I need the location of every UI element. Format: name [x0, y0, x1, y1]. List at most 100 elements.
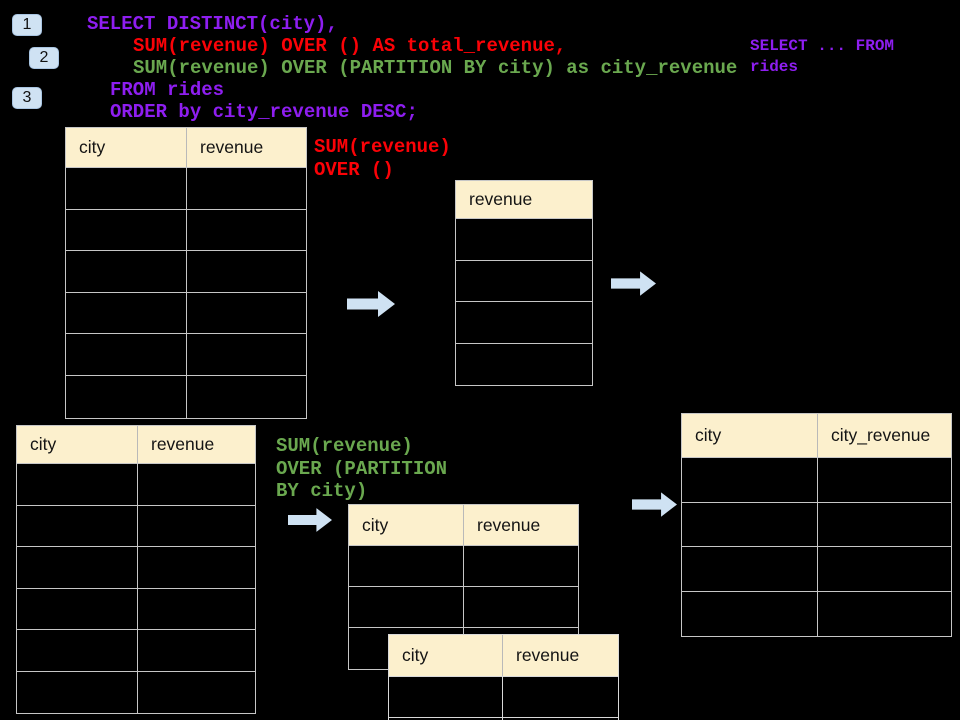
sql-line-from: FROM rides [110, 79, 225, 101]
table-header-cell: city_revenue [818, 414, 951, 457]
table-header-cell: city [17, 426, 138, 463]
table-cell [17, 588, 138, 629]
table-header-row: revenue [456, 181, 592, 219]
table-cell [138, 672, 255, 714]
table-header-cell: revenue [503, 635, 618, 676]
table-cell [682, 591, 818, 636]
table-cell [818, 458, 951, 502]
arrow-right-icon [611, 271, 656, 296]
table-cell [187, 168, 306, 209]
sql-line-partition: SUM(revenue) OVER (PARTITION BY city) as… [133, 57, 738, 79]
table-header-cell: city [66, 128, 187, 167]
table-row [66, 251, 306, 293]
sql-line-total-sum: SUM(revenue) OVER () AS total_revenue, [133, 35, 567, 57]
arrow-right-icon [347, 291, 395, 317]
table-row [17, 464, 255, 506]
table-cell [17, 464, 138, 505]
table-cell [138, 630, 255, 671]
table-row [682, 458, 951, 503]
table-cell [138, 506, 255, 547]
label-line: OVER () [314, 158, 394, 181]
table-cell [187, 210, 306, 251]
table-cell [66, 251, 187, 292]
table-row [682, 502, 951, 547]
table-cell [17, 547, 138, 588]
label-line: SUM(revenue) [314, 136, 451, 158]
table-row [66, 375, 306, 418]
table-header-cell: revenue [138, 426, 255, 463]
table-cell [349, 546, 464, 586]
sql-line-order: ORDER by city_revenue DESC; [110, 101, 418, 123]
table-cell [818, 503, 951, 547]
table-cell [187, 251, 306, 292]
table-header-cell: city [682, 414, 818, 457]
table-row [66, 209, 306, 252]
table-cell [66, 209, 187, 251]
label-line: OVER (PARTITION [276, 457, 448, 480]
table-cell [503, 677, 618, 717]
table-cell [818, 592, 951, 637]
table-cell [682, 458, 818, 502]
table-cell [456, 219, 592, 260]
table-total-revenue-result: revenue [455, 180, 593, 386]
table-row [349, 587, 578, 628]
table-cell [17, 505, 138, 546]
table-cell [389, 718, 503, 720]
table-cell [456, 344, 592, 386]
table-header-cell: revenue [464, 505, 578, 545]
step-badge-2: 2 [29, 47, 59, 69]
table-header-cell: revenue [187, 128, 306, 167]
table-header-cell: city [349, 505, 464, 545]
arrow-right-icon [288, 508, 332, 532]
table-row [456, 302, 592, 344]
table-cell [456, 261, 592, 302]
side-note-line: rides [750, 58, 799, 76]
arrow-right-icon [632, 492, 677, 517]
table-cell [682, 547, 818, 591]
table-cell [66, 168, 187, 209]
table-row [17, 588, 255, 630]
table-header-cell: revenue [456, 181, 592, 218]
table-cell [389, 677, 503, 717]
table-row [456, 344, 592, 386]
label-total-window: SUM(revenue) OVER () [314, 136, 451, 181]
table-cell [66, 375, 187, 418]
sql-line-select: SELECT DISTINCT(city), [87, 13, 338, 35]
table-cell [66, 292, 187, 334]
table-row [389, 718, 618, 720]
label-line: BY city) [276, 480, 368, 502]
table-row [17, 630, 255, 672]
table-cell [682, 502, 818, 546]
table-cell [187, 376, 306, 418]
side-note-line: SELECT ... FROM [750, 37, 895, 55]
table-cell [464, 587, 578, 627]
table-cell [17, 671, 138, 713]
table-cell [187, 334, 306, 375]
table-cell [138, 464, 255, 505]
table-row [17, 505, 255, 547]
table-row [17, 671, 255, 714]
table-cell [456, 302, 592, 343]
label-partition-window: SUM(revenue) OVER (PARTITION BY city) [276, 435, 447, 503]
table-cell [66, 334, 187, 375]
table-row [682, 547, 951, 592]
table-cell [138, 547, 255, 588]
table-row [456, 219, 592, 261]
table-cell [187, 293, 306, 334]
table-row [66, 334, 306, 376]
table-row [349, 546, 578, 587]
table-cell [818, 547, 951, 591]
table-row [66, 168, 306, 210]
step-badge-1: 1 [12, 14, 42, 36]
